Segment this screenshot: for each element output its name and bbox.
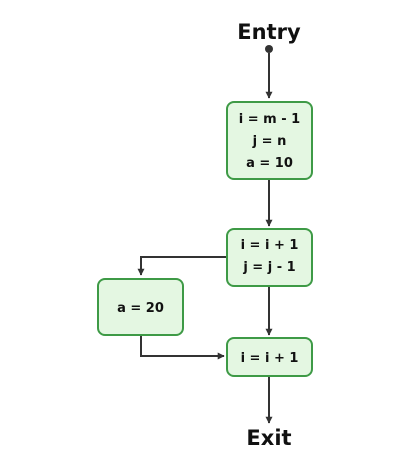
basic-block-2: i = i + 1 j = j - 1 xyxy=(226,228,313,287)
basic-block-2-box xyxy=(226,228,313,287)
edge-block-2-to-block-3 xyxy=(137,256,227,276)
basic-block-3-box xyxy=(97,278,184,336)
entry-label: Entry xyxy=(237,20,301,44)
entry-point-dot xyxy=(265,45,273,53)
exit-label: Exit xyxy=(246,426,291,450)
block-2-line-2: j = j - 1 xyxy=(242,260,295,275)
edges xyxy=(137,53,273,424)
basic-block-3: a = 20 xyxy=(97,278,184,336)
block-4-line-1: i = i + 1 xyxy=(241,351,299,366)
basic-block-4-box xyxy=(226,337,313,377)
basic-block-1-box xyxy=(226,101,313,180)
basic-block-1: i = m - 1 j = n a = 10 xyxy=(226,101,313,180)
block-1-line-1: i = m - 1 xyxy=(239,112,300,127)
block-1-line-3: a = 10 xyxy=(246,156,293,171)
block-1-line-2: j = n xyxy=(252,134,287,149)
block-3-line-1: a = 20 xyxy=(117,301,164,316)
edge-block-3-to-block-4 xyxy=(140,335,225,360)
basic-block-4: i = i + 1 xyxy=(226,337,313,377)
block-2-line-1: i = i + 1 xyxy=(241,238,299,253)
